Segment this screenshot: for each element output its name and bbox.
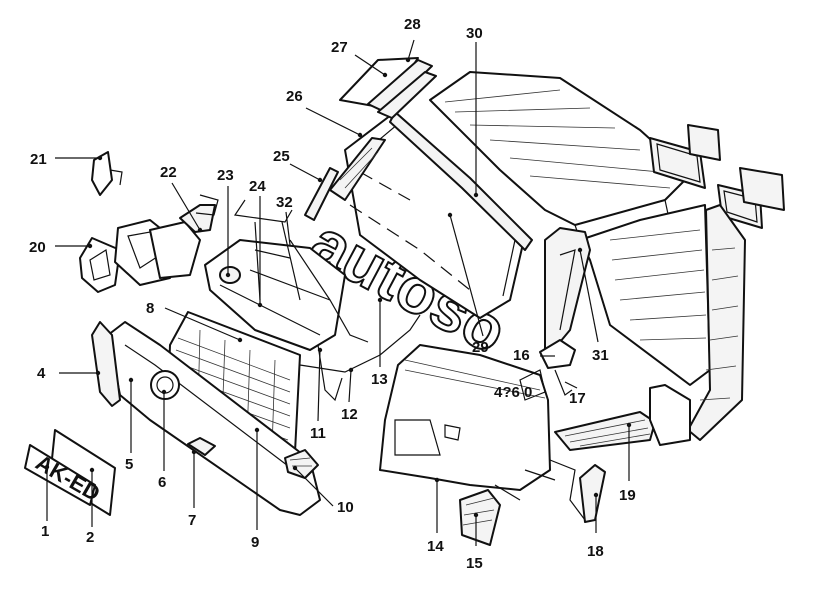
step-plate xyxy=(554,384,691,451)
callout-10: 10 xyxy=(337,499,354,516)
callout-2: 2 xyxy=(86,529,94,546)
callout-part-code: 4?6 0 xyxy=(494,384,532,401)
callout-24: 24 xyxy=(249,178,266,195)
callout-25: 25 xyxy=(273,148,290,165)
callout-4: 4 xyxy=(37,365,46,382)
bracket-10 xyxy=(284,449,319,479)
wheel-arch xyxy=(549,459,606,523)
callout-22: 22 xyxy=(160,164,177,181)
vent-panel xyxy=(304,137,386,221)
callout-18: 18 xyxy=(587,543,604,560)
callout-32: 32 xyxy=(276,194,293,211)
callout-26: 26 xyxy=(286,88,303,105)
callout-1: 1 xyxy=(41,523,49,540)
front-lower-panel xyxy=(379,344,556,501)
callout-21: 21 xyxy=(30,151,47,168)
callout-15: 15 xyxy=(466,555,483,572)
corner-lamp xyxy=(91,321,121,407)
sun-visors xyxy=(339,57,437,119)
callout-20: 20 xyxy=(29,239,46,256)
callout-14: 14 xyxy=(427,538,444,555)
cab-side xyxy=(544,204,711,386)
headlights xyxy=(79,151,219,293)
callout-23: 23 xyxy=(217,167,234,184)
leader-lines xyxy=(46,39,630,546)
callout-13: 13 xyxy=(371,371,388,388)
callout-9: 9 xyxy=(251,534,259,551)
callout-labels: 1 2 4 5 6 7 8 9 10 11 12 13 14 15 16 17 … xyxy=(29,16,636,572)
cab-roof xyxy=(429,71,691,241)
callout-19: 19 xyxy=(619,487,636,504)
callout-30: 30 xyxy=(466,25,483,42)
leader-dots xyxy=(44,57,632,518)
callout-11: 11 xyxy=(310,425,326,442)
callout-6: 6 xyxy=(158,474,166,491)
mirror-assembly xyxy=(519,339,576,401)
steering-wheel xyxy=(150,370,180,400)
windshield xyxy=(344,111,533,319)
bumper xyxy=(107,321,321,516)
callout-28: 28 xyxy=(404,16,421,33)
license-plate: AK-ED xyxy=(24,429,116,516)
callout-5: 5 xyxy=(125,456,133,473)
callout-7: 7 xyxy=(188,512,196,529)
callout-17: 17 xyxy=(569,390,586,407)
rear-seals xyxy=(649,124,785,441)
callout-29: 29 xyxy=(472,339,489,356)
callout-8: 8 xyxy=(146,300,154,317)
callout-16: 16 xyxy=(513,347,530,364)
callout-12: 12 xyxy=(341,406,358,423)
mud-flap xyxy=(459,489,501,546)
callout-31: 31 xyxy=(592,347,609,364)
callout-27: 27 xyxy=(331,39,348,56)
